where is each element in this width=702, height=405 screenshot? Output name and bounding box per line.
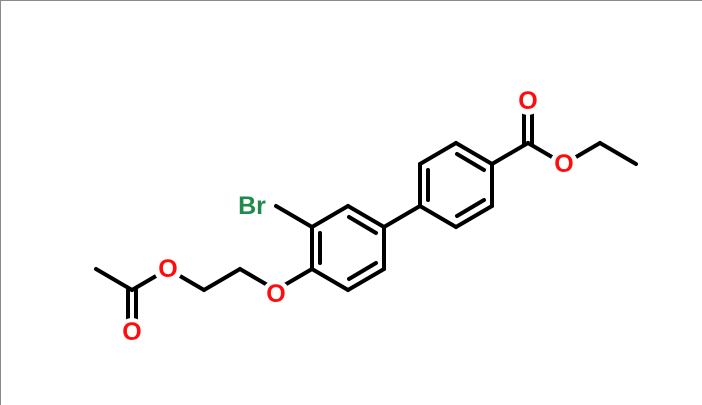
bond-ring-upper-inner-3 [455,198,486,218]
bond-ring-lower-4 [310,267,350,292]
atom-label-o-ether-ester: O [554,150,573,178]
bond-ring-upper-5 [454,204,494,229]
atom-labels: O O Br O O O [118,87,578,346]
bond-ring-upper-2 [418,141,458,166]
bond-ch2-ch3 [598,141,638,166]
atom-label-br: Br [238,192,266,220]
bond-ring-lower-1 [346,204,386,229]
benzene-ring-lower [310,204,386,292]
bond-ring-lower-inner-1 [347,215,378,235]
bond-biaryl [382,204,422,229]
atom-label-o-aryl-ether: O [266,280,285,308]
bond-ch2-ch2 [202,267,242,292]
bond-ring-upper-1 [454,141,494,166]
bond-acyl-methyl [94,267,134,292]
acetoxyethoxy-chain [94,267,278,322]
atom-label-o-acetate-ether: O [158,255,177,283]
bond-ring-lower-5 [346,267,386,292]
atom-label-o-carbonyl-ester: O [518,87,537,115]
atom-label-o-acetate-carbonyl: O [122,318,141,346]
bond-ring-upper-4 [418,204,458,229]
bond-aryl-carbonyl [490,141,530,166]
benzene-ring-upper [418,141,494,229]
bond-aryl-br [274,204,314,229]
bond-ring-upper-inner-1 [455,152,486,172]
bond-ring-lower-inner-3 [347,261,378,281]
bond-ring-lower-2 [310,204,350,229]
